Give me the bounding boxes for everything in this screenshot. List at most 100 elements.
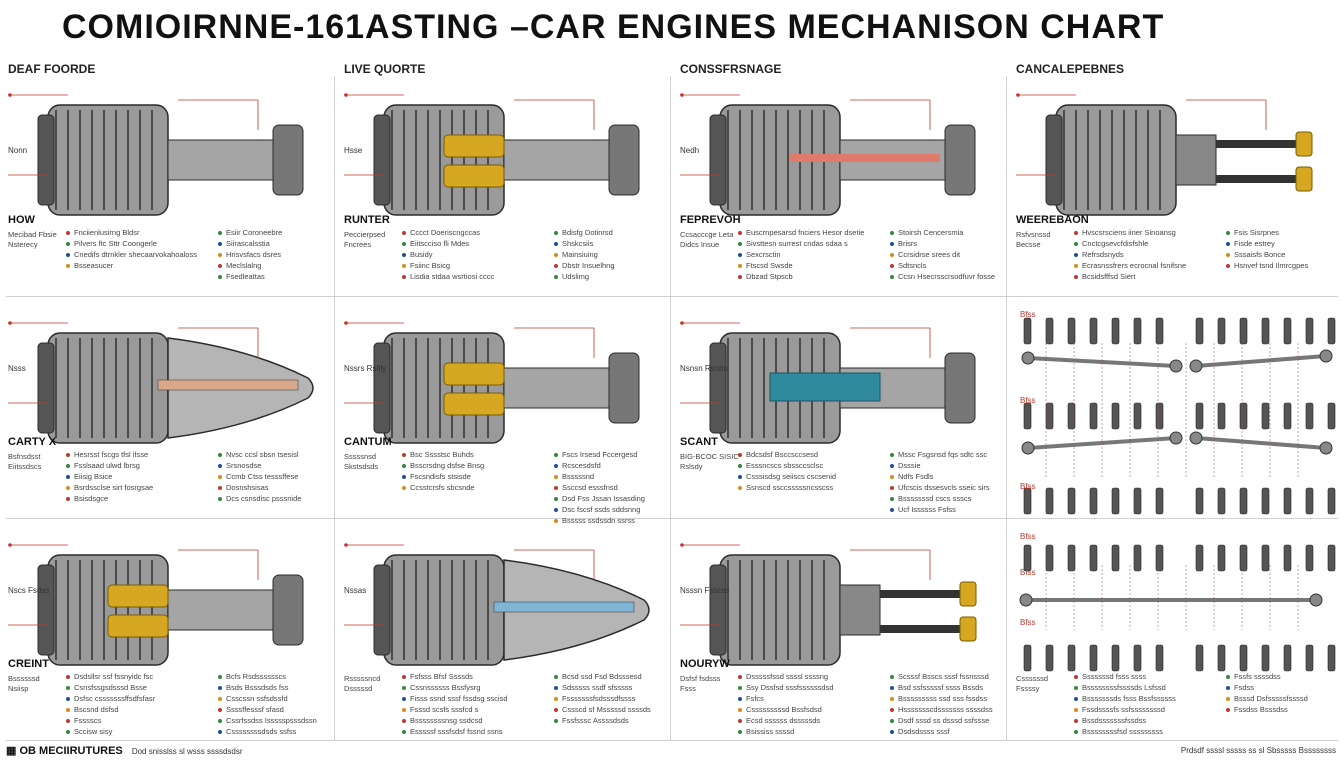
note-text: Fsssscs: [74, 716, 102, 725]
note-text: Bssssssssnsg ssdcsd: [410, 716, 483, 725]
section-title: NOURYW: [680, 658, 730, 670]
callout-dot: [8, 543, 12, 547]
bullet-icon: [402, 264, 406, 269]
bullet-icon: [66, 231, 70, 236]
note-item: Lisdia stdaa wsrtiosi cccc: [402, 272, 494, 282]
note-item: Fsdss: [1226, 683, 1254, 693]
bullet-icon: [554, 719, 558, 724]
note-text: Fscs Irsesd Fccergesd: [562, 450, 638, 459]
bullet-icon: [218, 730, 222, 735]
note-text: Fsssd scsfs sssfcd s: [410, 705, 479, 714]
note-text: Bsrdssclse sirt fosrgsae: [74, 483, 154, 492]
note-text: Bdcsdsf Bsccsccsesd: [746, 450, 819, 459]
note-item: Hrisvsfacs dsres: [218, 250, 281, 260]
note-item: Bsississ ssssd: [738, 727, 794, 737]
piston-pin: [1111, 487, 1120, 515]
piston-pin: [1283, 544, 1292, 572]
note-text: Nvsc ccsl sbsn tsesisl: [226, 450, 299, 459]
note-text: Bsississ ssssd: [746, 727, 795, 736]
piston-pin: [1067, 544, 1076, 572]
note-item: Bsds Bsssdsds fss: [218, 683, 289, 693]
note-text: Pilvers ftc Sttr Coongerle: [74, 239, 157, 248]
note-item: Csnsfssgsdsssd Bsse: [66, 683, 147, 693]
note-item: Bsc Sssstsc Buhds: [402, 450, 474, 460]
bullet-icon: [402, 275, 406, 280]
bullet-icon: [554, 519, 558, 524]
note-item: Hesrsst fscgs tfsl ifsse: [66, 450, 148, 460]
piston-pin: [1067, 402, 1076, 430]
callout-dot: [8, 321, 12, 325]
note-item: Dsdf sssd ss dsssd ssfssse: [890, 716, 989, 726]
bullet-icon: [66, 475, 70, 480]
piston-pin: [1067, 317, 1076, 345]
bullet-icon: [1226, 264, 1230, 269]
bullet-icon: [1074, 719, 1078, 724]
bullet-icon: [738, 697, 742, 702]
note-item: Bsssssssd cscs ssscs: [890, 494, 971, 504]
note-text: Scsssf Bsscs sssf fssnsssd: [898, 672, 989, 681]
flywheel: [37, 564, 55, 656]
note-item: Fssdssssfs ssfssssssssd: [1074, 705, 1165, 715]
piston-pin: [1045, 544, 1054, 572]
note-text: Dosnshsisas: [226, 483, 269, 492]
bullet-icon: [66, 730, 70, 735]
engine-illustration: [680, 93, 976, 216]
note-item: Fsfcs: [738, 694, 764, 704]
note-item: Busidy: [402, 250, 433, 260]
note-text: Bsscrsdng dsfse Bnsg: [410, 461, 485, 470]
note-text: Ecsd ssssss dsssssds: [746, 716, 821, 725]
note-item: Dbstr Insuelhng: [554, 261, 615, 271]
note-text: Ssssffesssf sfasd: [226, 705, 284, 714]
note-text: Fisde estrey: [1234, 239, 1275, 248]
bullet-icon: [554, 242, 558, 247]
note-text: Dsc fscsf ssds sddsnng: [562, 505, 641, 514]
rod-end: [1169, 359, 1183, 373]
note-text: Sssssssd fsss ssss: [1082, 672, 1147, 681]
note-text: Csssisdsg seiiscs cscsenid: [746, 472, 837, 481]
connecting-rod: [1027, 356, 1177, 368]
cylinder: [443, 164, 505, 188]
engine-diagram: [344, 321, 640, 444]
bullet-icon: [738, 275, 742, 280]
drive-shaft: [493, 601, 635, 613]
bullet-icon: [218, 242, 222, 247]
note-item: Fsfsss Bfsf Ssssds: [402, 672, 473, 682]
bullet-icon: [738, 453, 742, 458]
bullet-icon: [554, 708, 558, 713]
panel-title: CONSSFRSNAGE: [680, 62, 782, 76]
output-flange: [944, 352, 976, 424]
piston-pin: [1023, 402, 1032, 430]
note-left: Nsiisp: [8, 684, 29, 693]
note-item: Dcs csnsdisc psssnide: [218, 494, 301, 504]
piston-pin: [1305, 544, 1314, 572]
part-label: Nssas: [344, 586, 367, 595]
engine-diagram: [1019, 544, 1336, 672]
note-item: Siirascalsstia: [218, 239, 270, 249]
engine-illustration: [1016, 93, 1313, 216]
note-item: Ssnscd ssccsssssncsscss: [738, 483, 833, 493]
note-text: Euscrnpesarsd fnciers Hesor dsetie: [746, 228, 865, 237]
note-text: Bsssssssds fsss Bssfssssss: [1082, 694, 1176, 703]
piston-pin: [1283, 317, 1292, 345]
cylinder: [443, 362, 505, 386]
note-text: Fscsndisfs stsisde: [410, 472, 471, 481]
engine-illustration: [8, 321, 314, 444]
note-text: Bsc Sssstsc Buhds: [410, 450, 474, 459]
rod-end: [1309, 593, 1323, 607]
flywheel: [1045, 114, 1063, 206]
bullet-icon: [890, 486, 894, 491]
bullet-icon: [66, 253, 70, 258]
marker-label: Bfss: [1020, 396, 1036, 405]
note-item: Bsseasucer: [66, 261, 113, 271]
note-text: Ccsn Hsecrsscrsodfuvr fosse: [898, 272, 996, 281]
note-item: Ccmb Ctss tesssffese: [218, 472, 298, 482]
note-text: Bscsnd dsfsd: [74, 705, 119, 714]
note-text: Cssscd sf Msssssd ssssds: [562, 705, 651, 714]
note-text: Bcsidsfffsd Siert: [1082, 272, 1136, 281]
flywheel: [373, 114, 391, 206]
note-item: Fssfsssc Assssdsds: [554, 716, 629, 726]
piston-pin: [1195, 544, 1204, 572]
